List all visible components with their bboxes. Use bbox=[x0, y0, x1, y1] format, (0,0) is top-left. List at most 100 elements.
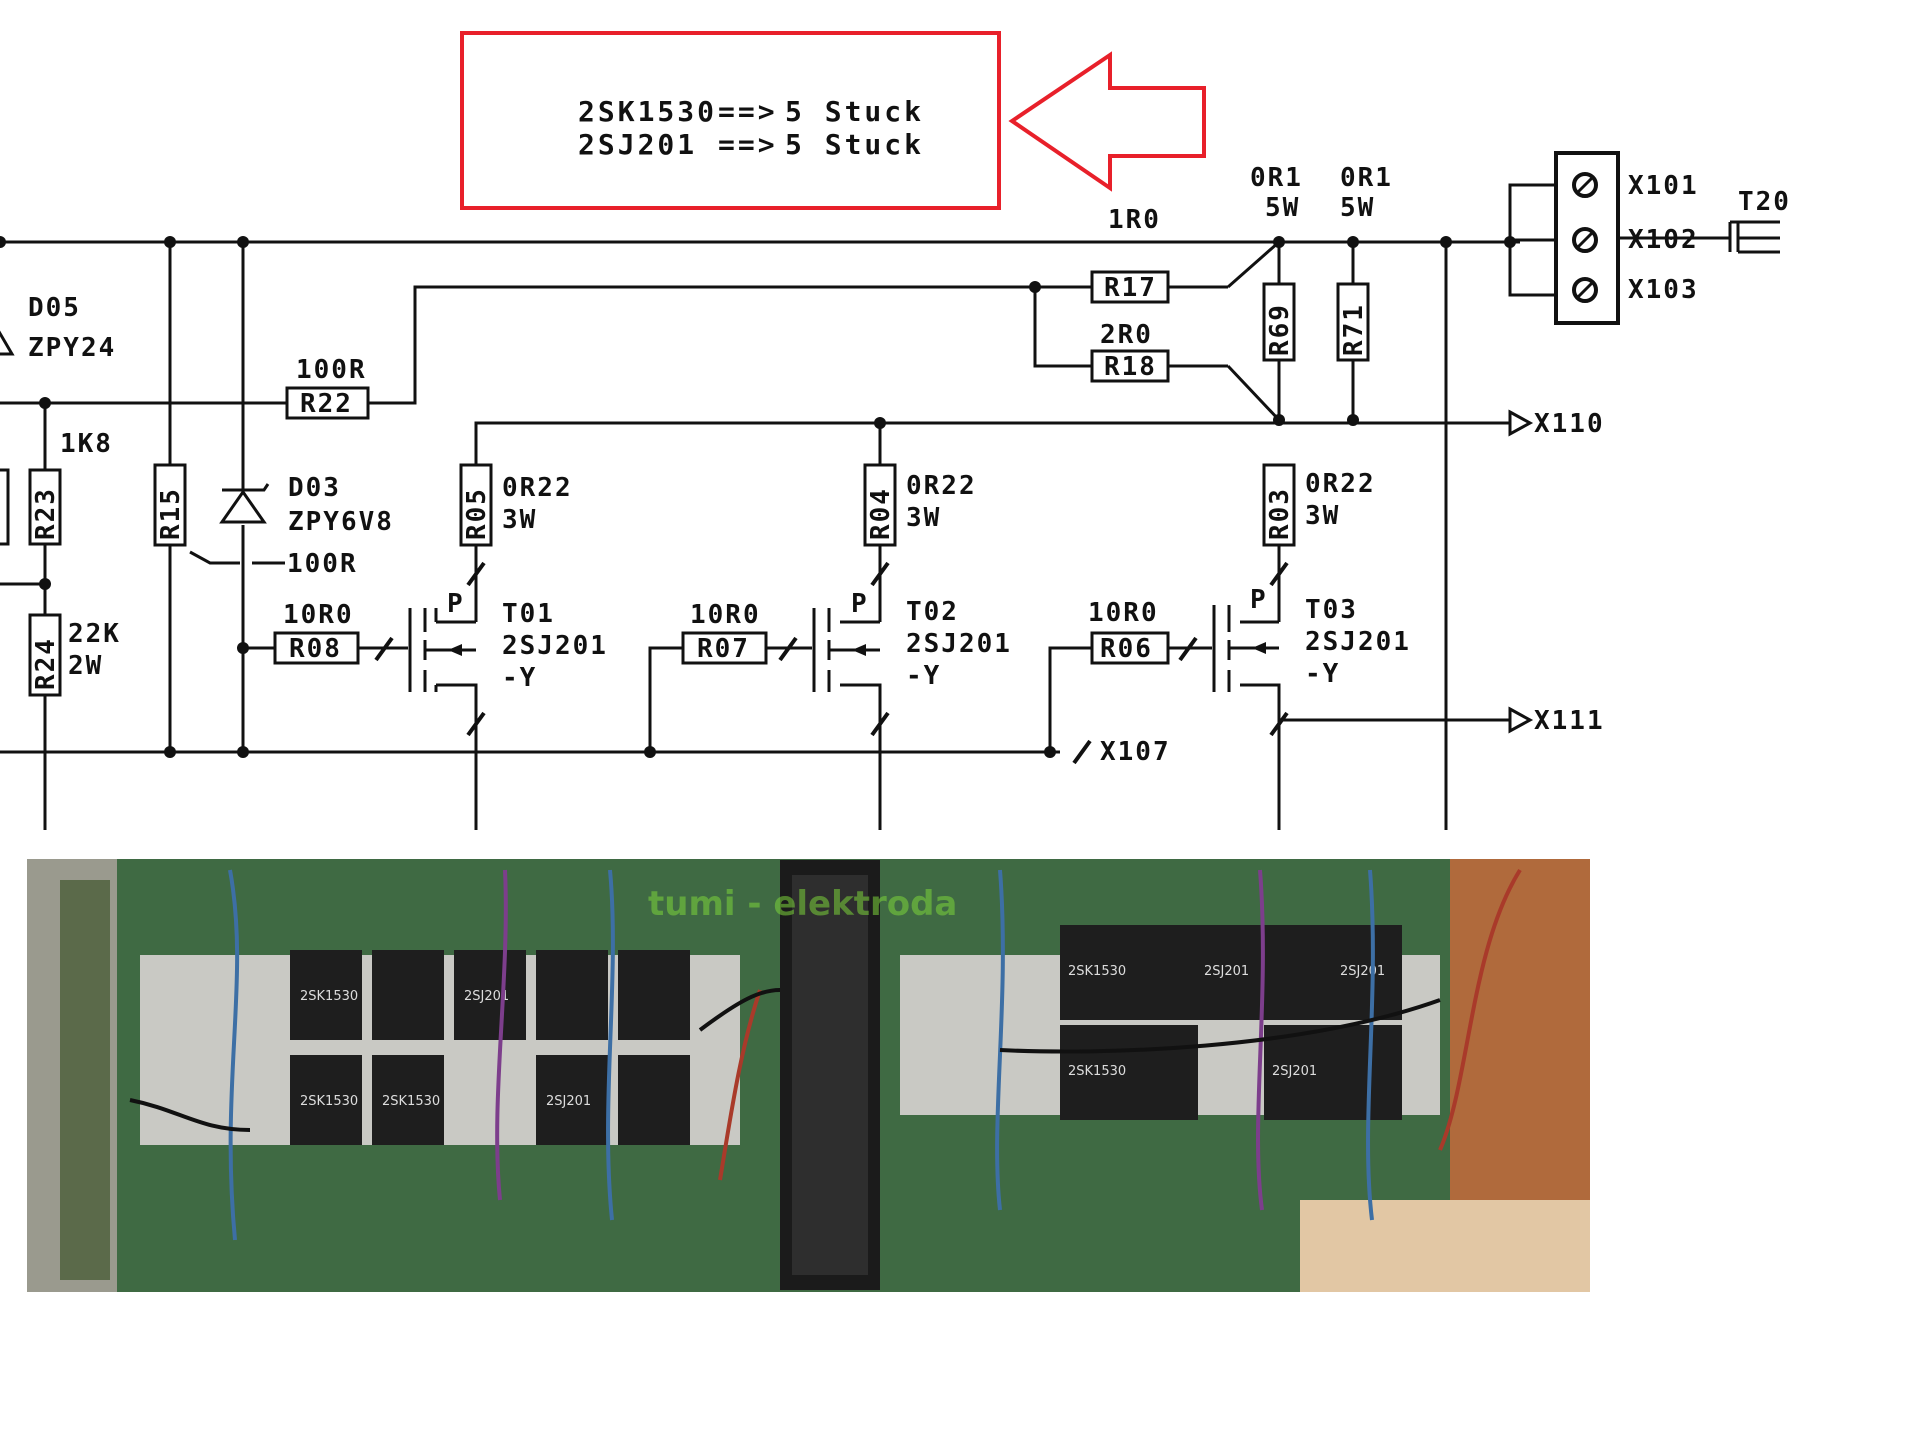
photo-chip-label-5: 2SK1530 bbox=[382, 1094, 440, 1109]
r24-value1: 22K bbox=[68, 619, 121, 649]
r03-value1: 0R22 bbox=[1305, 469, 1376, 499]
x111-arrow-icon bbox=[1508, 706, 1534, 734]
terminal-block: X101 X102 X103 bbox=[1554, 151, 1715, 325]
r07-ref: R07 bbox=[697, 634, 750, 664]
junction-dots bbox=[0, 236, 1516, 758]
photo-chip-label-10: 2SJ201 bbox=[1340, 964, 1385, 979]
photo-chip-label-4: 2SJ201 bbox=[546, 1094, 591, 1109]
r18-value: 2R0 bbox=[1100, 320, 1153, 350]
resistor-r17: R17 1R0 bbox=[1090, 205, 1170, 304]
r23-ref: R23 bbox=[31, 487, 61, 540]
note-line2-part: 2SJ201 bbox=[578, 128, 697, 161]
note-line2-qty: 5 Stuck bbox=[785, 128, 924, 161]
resistor-r69: R69 0R1 5W bbox=[1250, 163, 1303, 362]
resistor-r18: R18 2R0 bbox=[1090, 320, 1170, 383]
photo-watermark: tumi - elektroda bbox=[648, 884, 957, 924]
mosfet-t01-symbol bbox=[408, 608, 476, 692]
t02-ref: T02 bbox=[906, 597, 959, 627]
r05-value1: 0R22 bbox=[502, 473, 573, 503]
resistor-r08: R08 10R0 bbox=[273, 600, 360, 665]
amplifier-board-photo: 2SK1530 2SK1530 2SJ201 2SJ201 2SK1530 2S… bbox=[27, 859, 1590, 1292]
r69-value1: 0R1 bbox=[1250, 163, 1303, 193]
zener-d05: D05 ZPY24 bbox=[0, 293, 116, 363]
r04-ref: R04 bbox=[866, 487, 896, 540]
r03-ref: R03 bbox=[1265, 487, 1295, 540]
photo-chip-label-2: 2SK1530 bbox=[300, 1094, 358, 1109]
r24-value2: 2W bbox=[68, 651, 103, 681]
r03-value2: 3W bbox=[1305, 501, 1340, 531]
t03-ref: T03 bbox=[1305, 595, 1358, 625]
r15-ref: R15 bbox=[156, 487, 186, 540]
r71-value2: 5W bbox=[1340, 193, 1375, 223]
x107-label: X107 bbox=[1100, 737, 1171, 767]
r04-value2: 3W bbox=[906, 503, 941, 533]
mosfet-t03-symbol bbox=[1212, 605, 1279, 692]
t02-channel: P bbox=[851, 589, 869, 619]
photo-chip-label-8: 2SJ201 bbox=[1272, 1064, 1317, 1079]
photo-chip-label-1: 2SK1530 bbox=[300, 989, 358, 1004]
r71-value1: 0R1 bbox=[1340, 163, 1393, 193]
t01-ref: T01 bbox=[502, 599, 555, 629]
resistor-r71: R71 0R1 5W bbox=[1336, 163, 1393, 362]
transistor-t03: P T03 2SJ201 -Y bbox=[1250, 585, 1411, 689]
r23-value: 1K8 bbox=[60, 429, 113, 459]
r06-ref: R06 bbox=[1100, 634, 1153, 664]
x110-arrow-icon bbox=[1508, 409, 1534, 437]
note-line1-qty: 5 Stuck bbox=[785, 95, 924, 128]
r15-value: 100R bbox=[287, 549, 358, 579]
r08-ref: R08 bbox=[289, 634, 342, 664]
resistor-r24: R24 22K 2W bbox=[28, 613, 121, 697]
r06-value: 10R0 bbox=[1088, 598, 1159, 628]
t01-part: 2SJ201 bbox=[502, 631, 608, 661]
resistor-r05: R05 0R22 3W bbox=[459, 463, 573, 547]
terminal-marks bbox=[374, 561, 1289, 765]
r69-value2: 5W bbox=[1265, 193, 1300, 223]
r05-ref: R05 bbox=[462, 487, 492, 540]
r17-ref: R17 bbox=[1104, 273, 1157, 303]
resistor-partial-left bbox=[0, 468, 10, 546]
d05-ref: D05 bbox=[28, 293, 81, 323]
x111-label: X111 bbox=[1534, 706, 1605, 736]
r22-ref: R22 bbox=[300, 389, 353, 419]
resistor-r15: R15 100R bbox=[153, 463, 358, 579]
r17-value: 1R0 bbox=[1108, 205, 1161, 235]
r22-value: 100R bbox=[296, 355, 367, 385]
t01-suffix: -Y bbox=[502, 663, 537, 693]
d05-value: ZPY24 bbox=[28, 333, 116, 363]
photo-chip-label-9: 2SK1530 bbox=[1068, 1064, 1126, 1079]
photo-chip-label-7: 2SJ201 bbox=[1204, 964, 1249, 979]
d03-ref: D03 bbox=[288, 473, 341, 503]
note-box bbox=[460, 31, 1001, 210]
r05-value2: 3W bbox=[502, 505, 537, 535]
t02-part: 2SJ201 bbox=[906, 629, 1012, 659]
pointer-arrow-icon bbox=[1008, 51, 1206, 192]
x110-label: X110 bbox=[1534, 409, 1605, 439]
x101-label: X101 bbox=[1628, 171, 1699, 201]
d03-value: ZPY6V8 bbox=[288, 507, 394, 537]
r71-ref: R71 bbox=[1339, 303, 1369, 356]
zener-d03: D03 ZPY6V8 bbox=[219, 473, 394, 537]
note-line1-arrow: ==> bbox=[718, 95, 778, 128]
r69-ref: R69 bbox=[1265, 303, 1295, 356]
t20-label: T20 bbox=[1738, 187, 1791, 217]
t03-part: 2SJ201 bbox=[1305, 627, 1411, 657]
x103-label: X103 bbox=[1628, 275, 1699, 305]
parts-note: 2SK1530 ==> 5 Stuck 2SJ201 ==> 5 Stuck bbox=[460, 31, 1206, 210]
t03-channel: P bbox=[1250, 585, 1268, 615]
r08-value: 10R0 bbox=[283, 600, 354, 630]
resistor-r06: R06 10R0 bbox=[1088, 598, 1170, 665]
photo-chip-label-6: 2SK1530 bbox=[1068, 964, 1126, 979]
note-line1-part: 2SK1530 bbox=[578, 95, 717, 128]
t02-suffix: -Y bbox=[906, 661, 941, 691]
r24-ref: R24 bbox=[31, 637, 61, 690]
resistor-r04: R04 0R22 3W bbox=[863, 463, 975, 547]
photo-chip-label-3: 2SJ201 bbox=[464, 989, 509, 1004]
mosfet-t02-symbol bbox=[812, 608, 880, 692]
transistor-t01: P T01 2SJ201 -Y bbox=[447, 589, 608, 693]
resistor-r07: R07 10R0 bbox=[681, 600, 768, 665]
resistor-r22: R22 100R bbox=[285, 355, 370, 420]
t01-channel: P bbox=[447, 589, 465, 619]
x102-label: X102 bbox=[1628, 225, 1699, 255]
r18-ref: R18 bbox=[1104, 352, 1157, 382]
